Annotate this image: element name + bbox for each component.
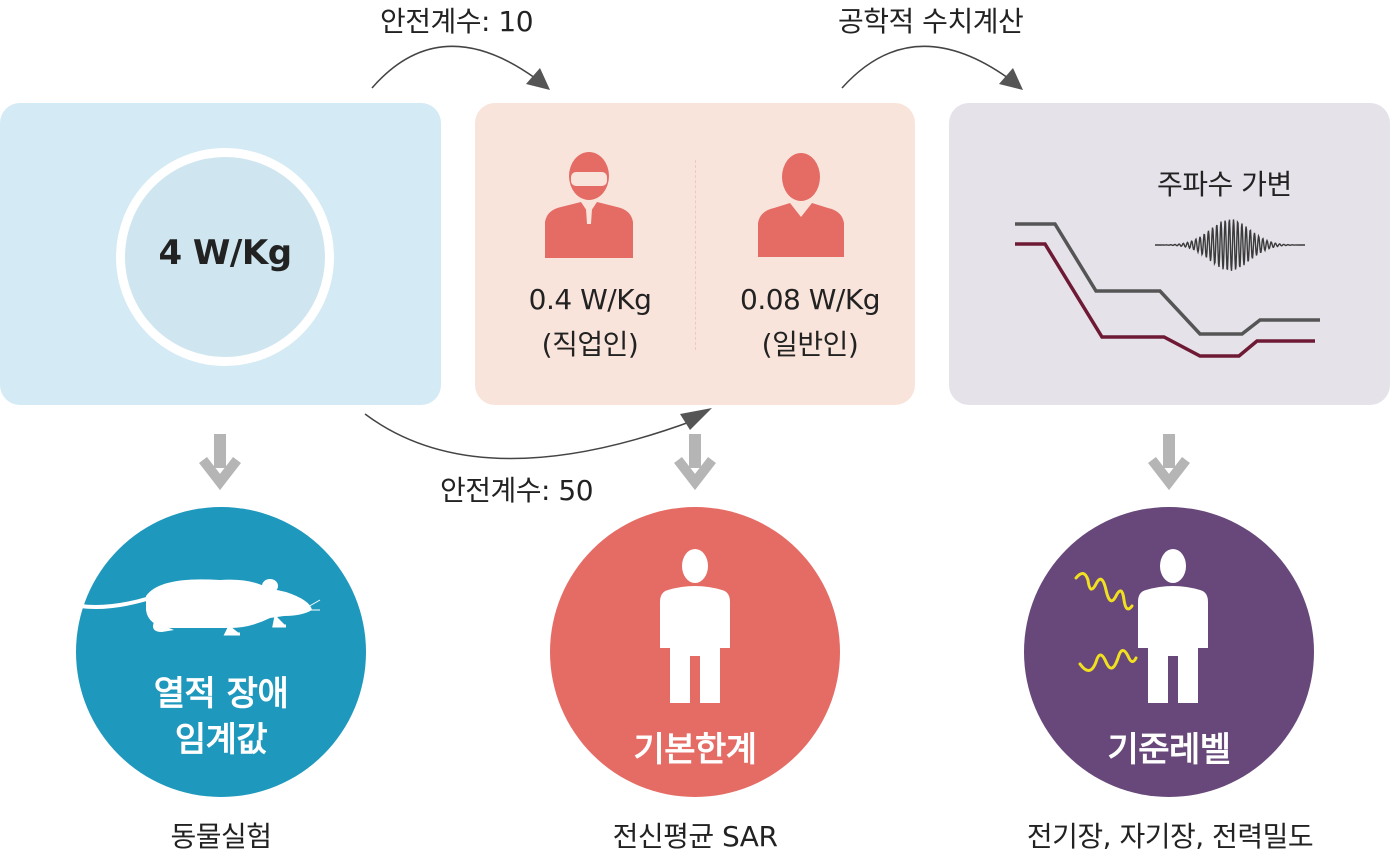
panel-divider [695,160,696,350]
panel-reference-level [949,103,1390,405]
caption-animal-study: 동물실험 [170,820,272,853]
basic-restriction-title: 기본한계 [633,730,757,770]
rat-icon [78,579,321,636]
safety-factor-50-label: 안전계수: 50 [440,474,594,507]
caption-field-quantities: 전기장, 자기장, 전력밀도 [1026,820,1314,853]
thermal-threshold-circle [76,507,366,797]
wave-packet-icon [1155,219,1305,271]
value-ring [116,148,334,366]
down-arrow-left [199,434,241,491]
worker-value: 0.4 W/Kg [528,283,652,316]
person-icon-right [1138,549,1208,703]
worker-icon [545,152,633,258]
down-arrow-middle [674,434,716,491]
worker-label: (직업인) [541,328,639,361]
frequency-variable-title: 주파수 가변 [1157,168,1292,201]
person-icon [660,549,730,703]
public-value: 0.08 W/Kg [740,283,881,316]
reference-level-curves [1015,222,1320,358]
engineering-calc-label: 공학적 수치계산 [838,5,1024,38]
threshold-value: 4 W/Kg [158,233,292,273]
safety-factor-10-label: 안전계수: 10 [380,5,534,38]
down-arrow-right [1148,434,1190,491]
reference-level-title: 기준레벨 [1107,730,1231,770]
thermal-threshold-line2: 임계값 [174,720,268,760]
public-label: (일반인) [761,328,859,361]
caption-whole-body-sar: 전신평균 SAR [612,820,778,853]
thermal-threshold-line1: 열적 장애 [153,674,289,714]
field-squiggle-icon [1074,572,1138,672]
public-person-icon [758,153,844,257]
